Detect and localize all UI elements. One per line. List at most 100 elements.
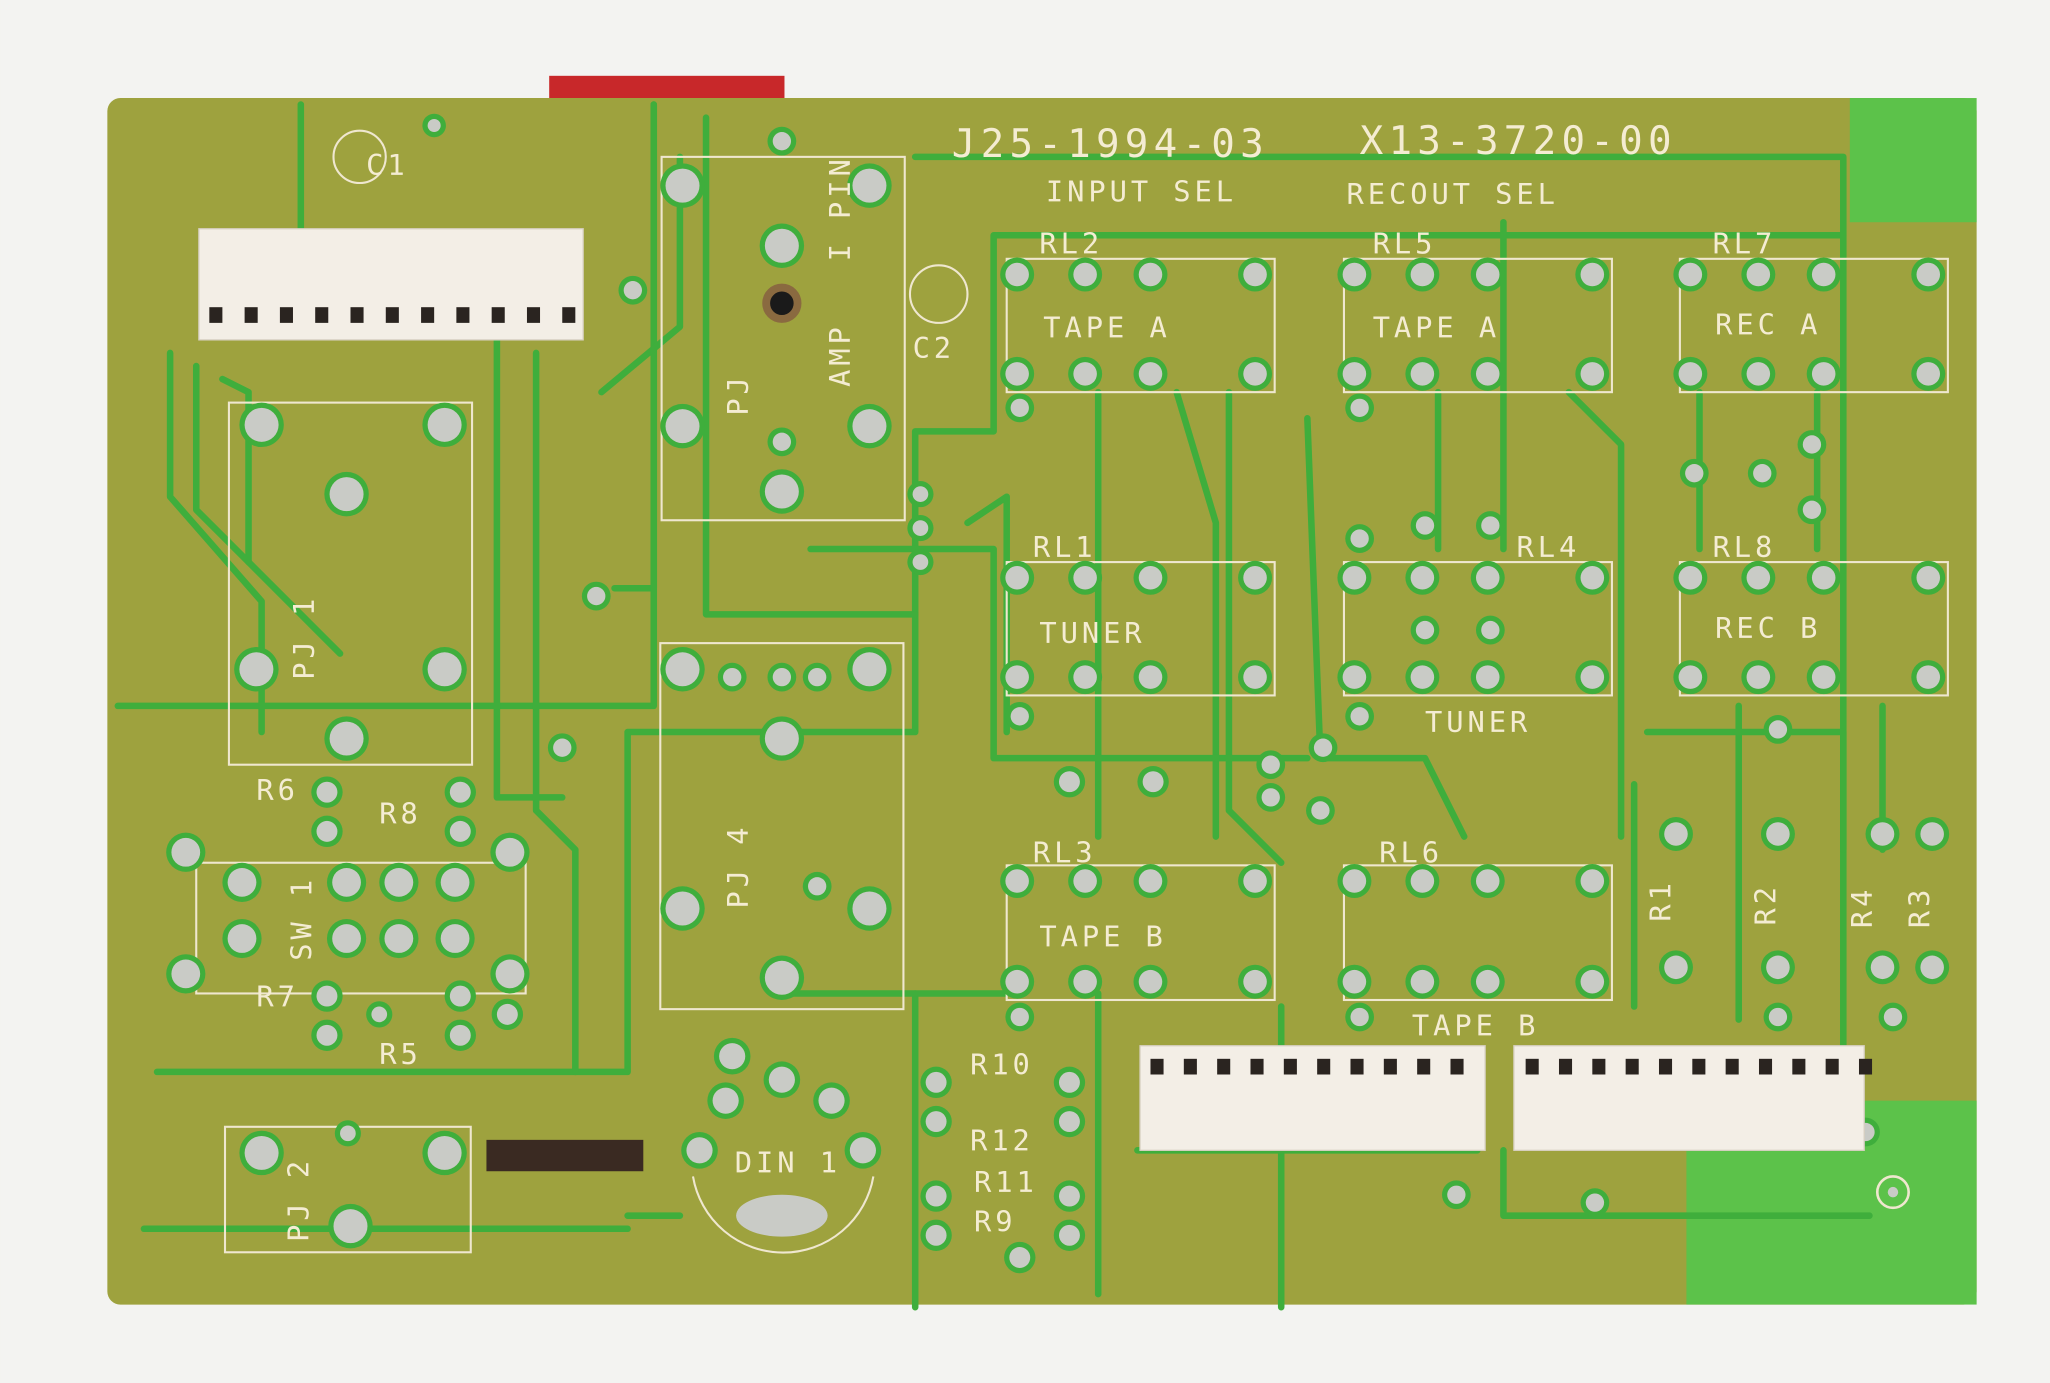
component-outline: [1678, 257, 1949, 394]
connector-pin-slot: [491, 307, 505, 323]
solder-pad: [1802, 435, 1822, 454]
relay-ref: RL2: [1039, 227, 1103, 261]
solder-pad: [1005, 969, 1029, 994]
solder-pad: [1058, 1224, 1080, 1246]
solder-pad: [723, 667, 742, 687]
solder-pad: [1678, 262, 1703, 287]
solder-pad: [1580, 262, 1605, 287]
solder-pad: [449, 781, 471, 803]
solder-pad: [1475, 869, 1500, 893]
capacitor-outline: [908, 264, 969, 324]
label-din1: DIN 1: [735, 1146, 841, 1180]
connector-pin-slot: [1150, 1058, 1164, 1075]
solder-pad: [1138, 969, 1163, 994]
solder-pad: [427, 1135, 462, 1170]
relay-function: TUNER: [1425, 705, 1531, 739]
solder-pad: [1058, 771, 1080, 793]
connector-pin-slot: [1658, 1058, 1673, 1075]
solder-pad: [1342, 262, 1367, 287]
connector-pin-slot: [1383, 1058, 1397, 1075]
trace: [807, 545, 1311, 762]
component-outline: [1342, 864, 1613, 1002]
solder-pad: [1746, 262, 1771, 287]
solder-pad: [553, 738, 572, 757]
solder-pad: [1916, 362, 1941, 386]
solder-pad: [1447, 1185, 1466, 1204]
solder-pad: [1311, 801, 1330, 820]
solder-pad: [1481, 516, 1500, 535]
connector-pin-slot: [1417, 1058, 1431, 1075]
trace: [192, 362, 344, 657]
solder-pad: [1342, 969, 1367, 994]
solder-pad: [449, 1024, 471, 1046]
solder-pad: [1415, 516, 1435, 535]
solder-pad: [332, 867, 361, 897]
solder-pad: [1870, 822, 1895, 846]
solder-pad: [1005, 362, 1029, 386]
connector-pin-slot: [526, 307, 541, 323]
solder-pad: [1678, 566, 1703, 590]
solder-pad: [1243, 969, 1267, 994]
solder-pad: [1410, 869, 1435, 893]
solder-pad: [719, 1043, 746, 1070]
solder-pad: [427, 652, 462, 687]
solder-pad: [665, 652, 700, 687]
trace: [1643, 728, 1847, 853]
solder-pad: [1243, 262, 1267, 287]
connector-pin-slot: [1350, 1058, 1364, 1075]
solder-pad: [1475, 665, 1500, 689]
solder-pad: [427, 407, 462, 442]
component-outline: [659, 642, 905, 1011]
relay-ref: RL4: [1517, 530, 1581, 564]
solder-pad: [764, 721, 799, 756]
solder-pad: [1058, 1111, 1080, 1133]
connector-pin-slot: [244, 307, 258, 323]
connector-pin-slot: [315, 307, 329, 323]
solder-pad: [1410, 969, 1435, 994]
solder-pad: [227, 867, 257, 897]
solder-pad: [1350, 398, 1369, 417]
relay-ref: RL3: [1033, 836, 1097, 870]
solder-pad: [1870, 955, 1895, 980]
connector-pin-slot: [1825, 1058, 1839, 1075]
solder-pad: [316, 781, 338, 803]
solder-pad: [925, 1224, 947, 1246]
solder-pad: [1073, 566, 1097, 590]
solder-pad: [1580, 566, 1605, 590]
solder-pad: [808, 667, 827, 687]
solder-pad: [665, 891, 700, 926]
solder-pad: [495, 959, 525, 989]
solder-pad: [427, 118, 441, 133]
solder-pad: [1916, 262, 1941, 287]
part-number: J25-1994-03: [952, 122, 1269, 167]
solder-pad: [239, 652, 274, 687]
solder-pad: [1580, 665, 1605, 689]
solder-pad: [925, 1071, 947, 1093]
hole: [762, 283, 802, 323]
solder-pad: [1883, 1007, 1903, 1027]
solder-pad: [316, 820, 338, 842]
input-sel-label: INPUT SEL: [1046, 174, 1237, 208]
solder-pad: [912, 486, 929, 502]
label-r5: R5: [379, 1037, 421, 1071]
label-r12: R12: [970, 1123, 1034, 1157]
label-r9: R9: [974, 1204, 1016, 1238]
relay-ref: RL5: [1373, 227, 1437, 261]
relay-function: TAPE B: [1412, 1008, 1539, 1042]
solder-pad: [1342, 665, 1367, 689]
solder-pad: [1342, 566, 1367, 590]
connector-pin-slot: [1558, 1058, 1573, 1075]
connector-pin-slot: [1250, 1058, 1264, 1075]
solder-pad: [1350, 1007, 1369, 1027]
solder-pad: [686, 1137, 713, 1164]
connector-pin-slot: [1525, 1058, 1539, 1075]
solder-pad: [1261, 755, 1280, 774]
label-c2: C2: [913, 331, 955, 365]
solder-pad: [171, 837, 201, 867]
solder-pad: [1313, 738, 1333, 757]
trace: [702, 114, 919, 618]
label-ipin: I PIN: [823, 155, 857, 261]
solder-pad: [808, 877, 827, 896]
connector-pin-slot: [1592, 1058, 1606, 1075]
